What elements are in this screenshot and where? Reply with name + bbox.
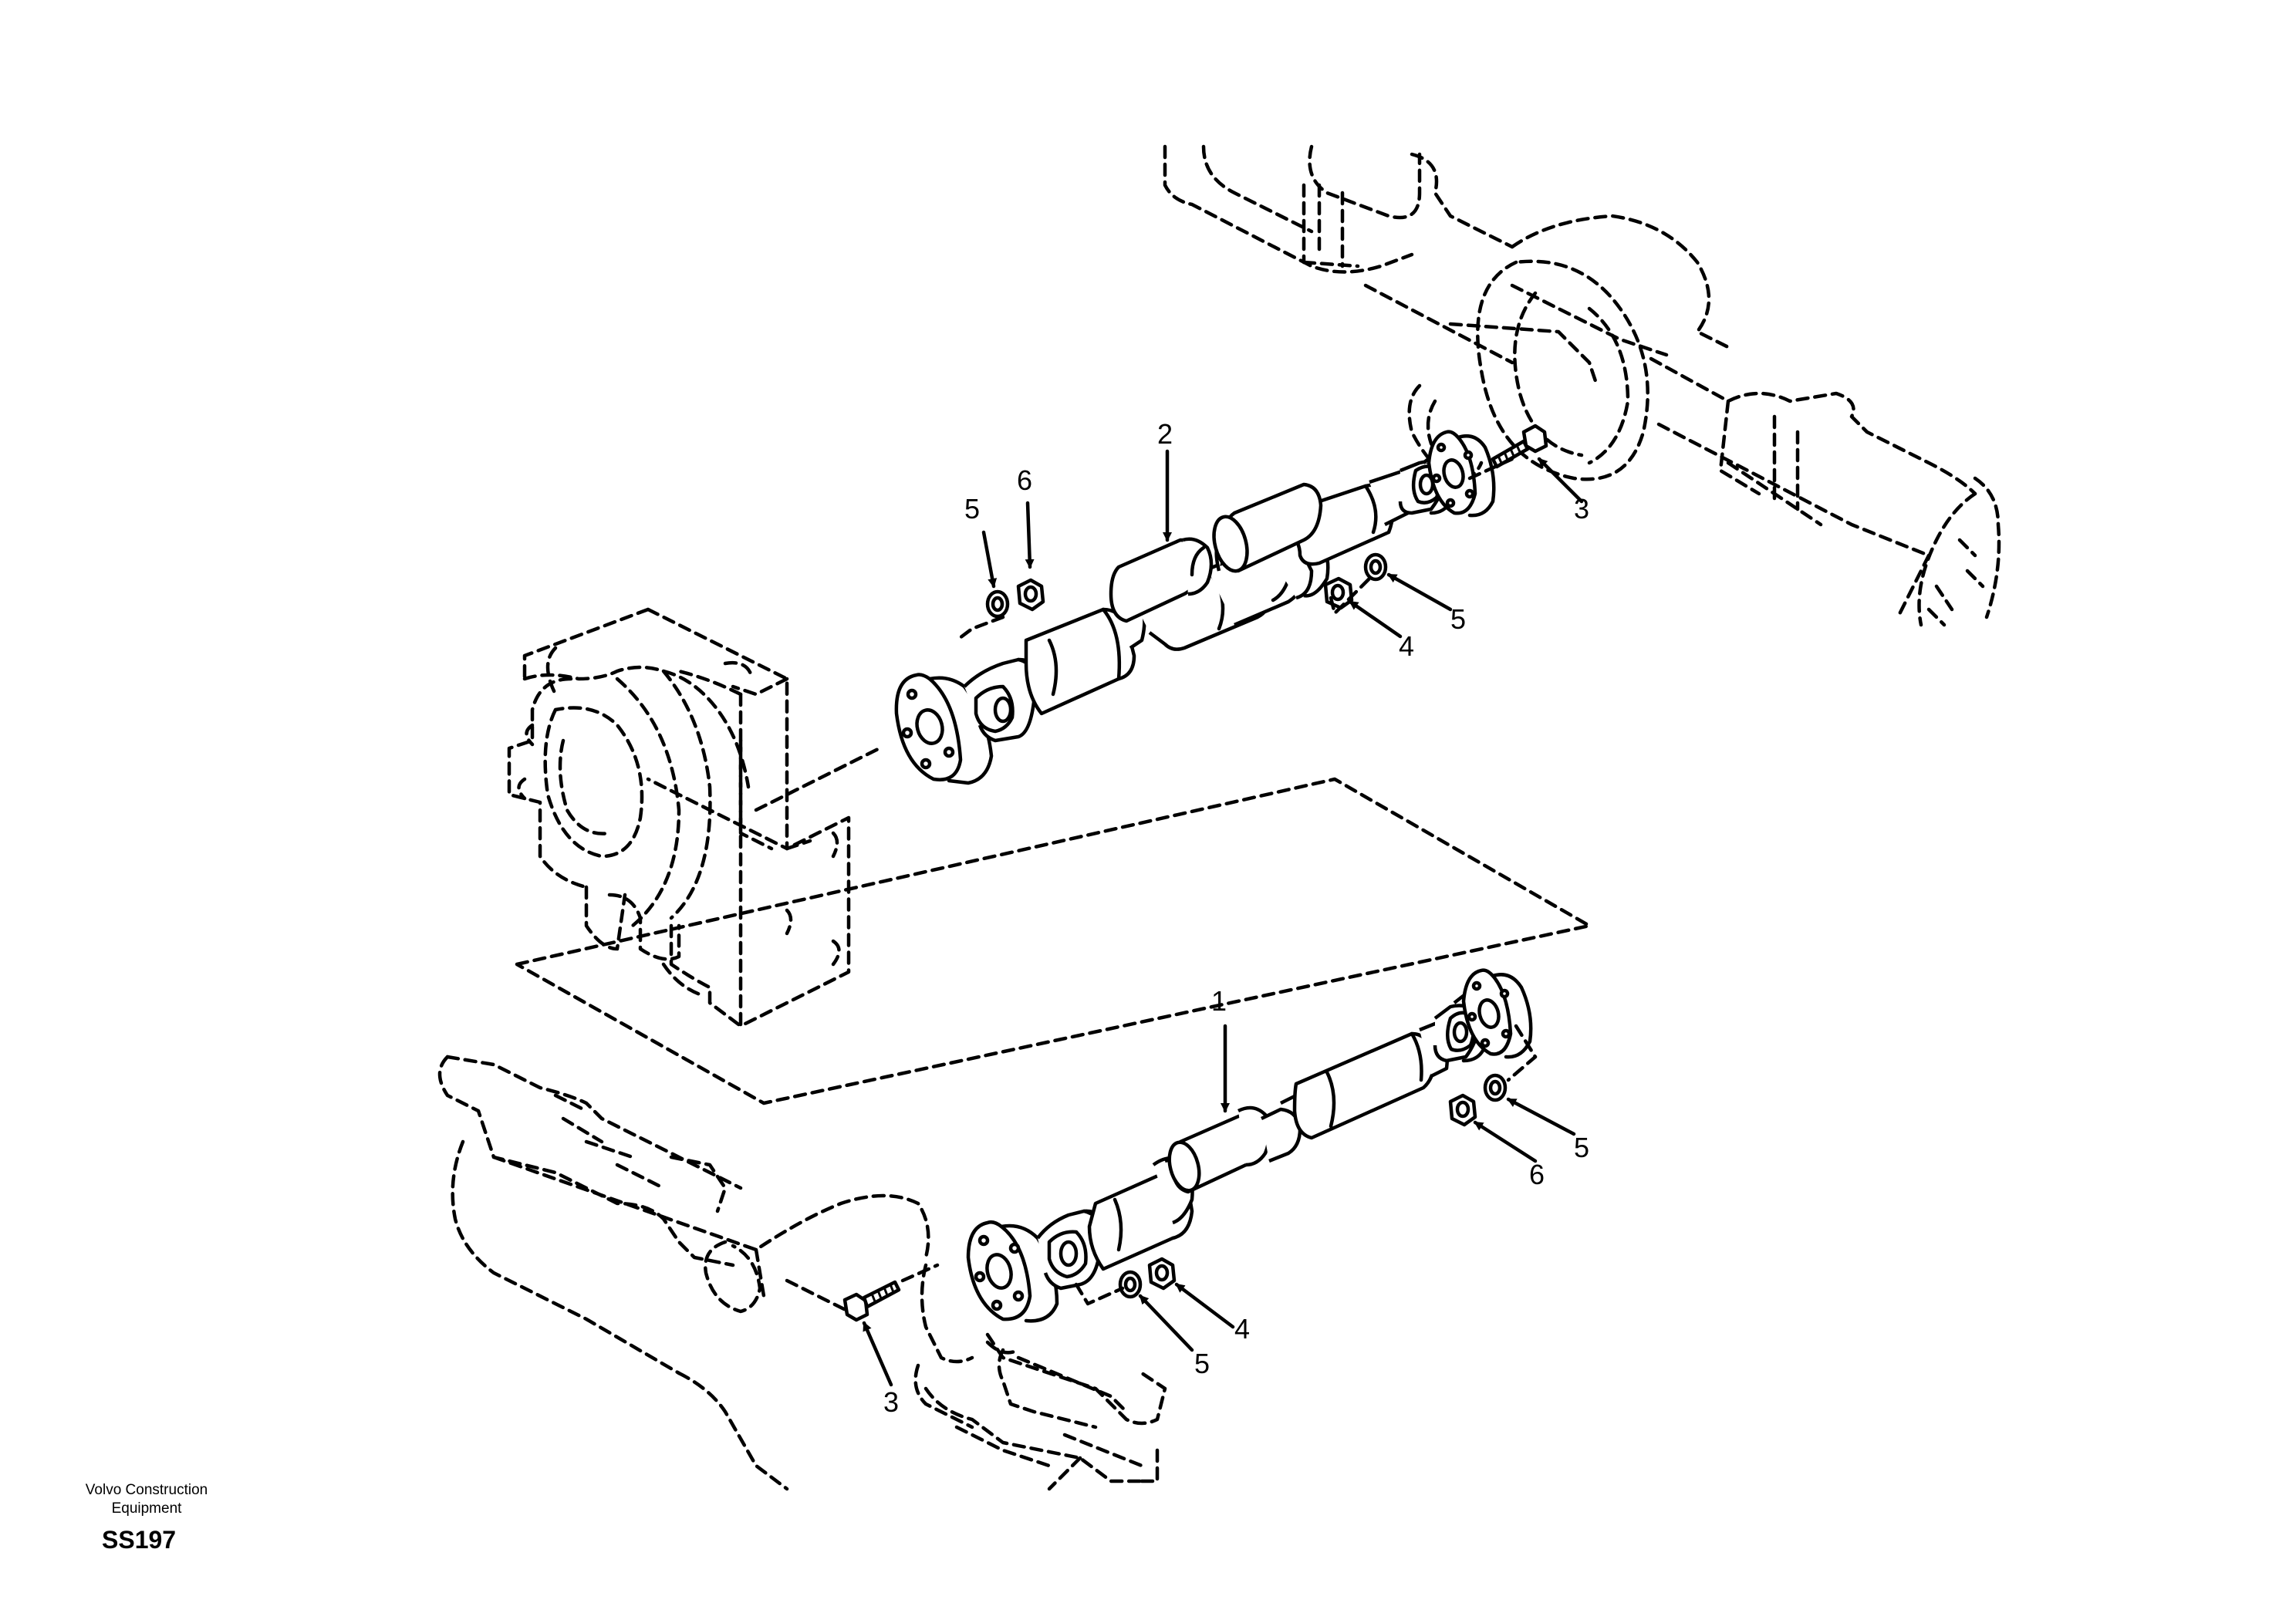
callout-lower-right-nut: 6 <box>1529 1159 1545 1190</box>
lower-left-washer <box>1118 1270 1143 1299</box>
arrow-upper-left-washer <box>981 530 998 589</box>
upper-right-bolt <box>1491 424 1548 469</box>
company-name-line2: Equipment <box>111 1500 182 1517</box>
lower-right-nut <box>1448 1093 1477 1127</box>
arrow-upper-right-washer <box>1386 572 1453 612</box>
upper-propeller-shaft <box>894 430 1496 785</box>
arrow-upper-right-nut <box>1348 599 1403 639</box>
lower-left-nut <box>1147 1257 1177 1291</box>
callout-upper-left-washer: 5 <box>964 493 980 525</box>
company-name: Volvo Construction Equipment <box>46 1481 247 1518</box>
lower-left-bolt <box>842 1280 901 1322</box>
callout-lower-left-washer: 5 <box>1194 1348 1210 1379</box>
lower-hardware <box>842 1024 1538 1322</box>
callout-lower-left-nut: 4 <box>1234 1313 1250 1345</box>
upper-left-washer <box>985 589 1010 619</box>
callout-upper-right-washer: 5 <box>1450 603 1466 635</box>
arrow-lower-left-nut <box>1174 1282 1235 1329</box>
arrow-lower-right-washer <box>1506 1097 1576 1136</box>
callout-arrows <box>862 449 1584 1387</box>
upper-right-nut <box>1323 576 1354 610</box>
drawing-code: SS197 <box>102 1526 177 1554</box>
arrow-lower-left-washer <box>1138 1294 1194 1352</box>
upper-left-nut <box>1016 578 1045 612</box>
transmission-housing-outline <box>507 607 882 1028</box>
upper-right-washer <box>1363 552 1388 582</box>
arrow-upper-left-nut <box>1025 501 1035 569</box>
callout-upper-right-nut: 4 <box>1399 630 1414 662</box>
lower-propeller-shaft <box>966 968 1533 1323</box>
lower-right-washer <box>1483 1073 1508 1102</box>
callout-lower-left-bolt: 3 <box>883 1386 899 1418</box>
callout-lower-right-washer: 5 <box>1574 1132 1589 1163</box>
company-name-line1: Volvo Construction <box>85 1482 208 1498</box>
callout-upper-right-bolt: 3 <box>1574 493 1589 525</box>
front-axle-linkage-outline <box>437 1055 1167 1491</box>
callout-lower-shaft: 1 <box>1211 985 1227 1017</box>
arrow-upper-right-bolt <box>1537 457 1584 504</box>
arrow-lower-left-bolt <box>862 1321 893 1387</box>
callout-upper-left-nut: 6 <box>1017 464 1032 496</box>
reference-plane-outline <box>515 777 1592 1105</box>
callout-labels: 2 5 6 3 5 4 1 5 6 3 5 4 <box>883 418 1589 1418</box>
upper-hardware <box>954 424 1548 643</box>
callout-upper-shaft: 2 <box>1157 418 1173 450</box>
arrow-lower-right-nut <box>1473 1120 1538 1163</box>
